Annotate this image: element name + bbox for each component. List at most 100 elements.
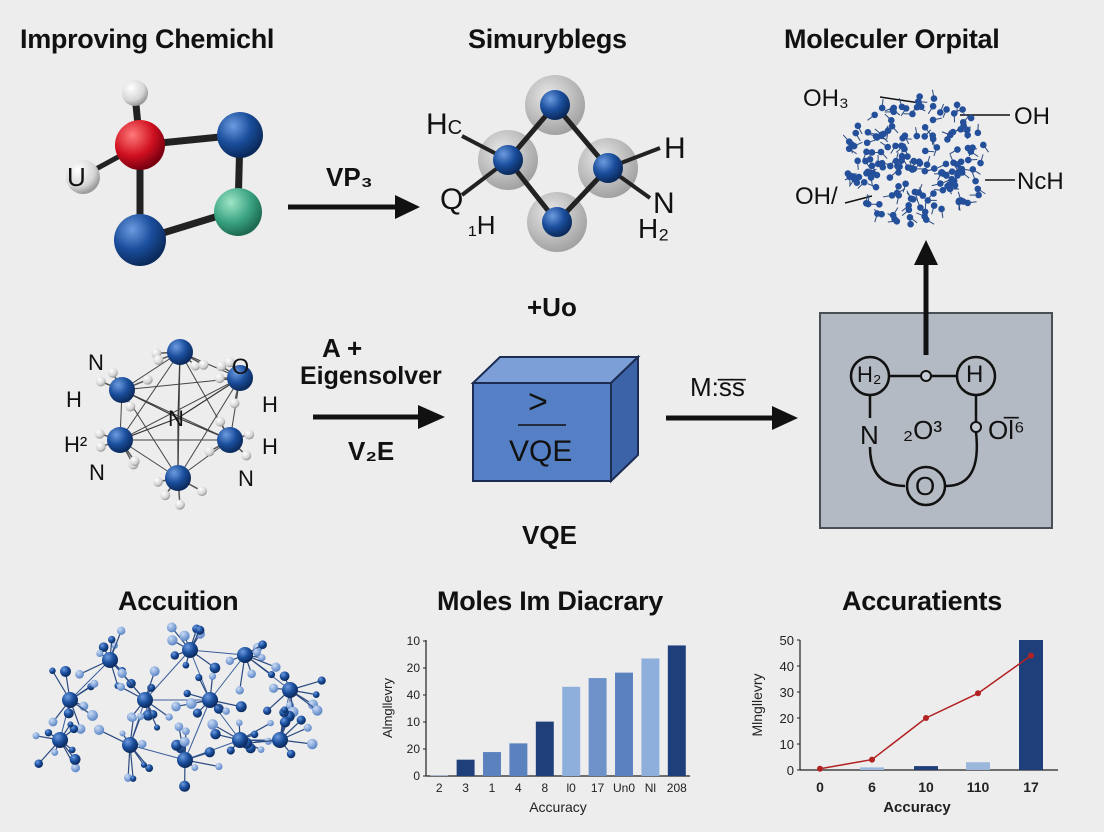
chart2-bar: [966, 762, 990, 770]
chart2-xtick: 6: [868, 779, 876, 795]
chart2-bar: [860, 767, 884, 770]
box-n: N: [860, 420, 879, 450]
chart1-bar: [562, 686, 581, 776]
arrow2-label-below: V₂E: [348, 436, 395, 466]
orb-oh3: OH₃: [803, 85, 849, 112]
orbital-box: [819, 312, 1053, 529]
chart1-ytick: 20: [407, 661, 421, 675]
chart2-ytick: 30: [780, 685, 794, 700]
chart1-xtick: 17: [591, 781, 605, 795]
sim-h2-label: H₂: [638, 213, 670, 244]
chart1-ytick: 10: [407, 715, 421, 729]
chart2-point: [1028, 652, 1034, 659]
chart1-bar: [588, 678, 607, 776]
arrow-1: [288, 195, 420, 219]
chart2-xtick: 0: [816, 779, 824, 795]
plus-uo-label: +Uo: [527, 292, 577, 322]
cluster-molecule: [94, 339, 255, 510]
title-accuratients: Accuratients: [842, 586, 1002, 616]
chart2-xtick: 10: [918, 779, 934, 795]
chart2-xtick: 17: [1023, 779, 1039, 795]
network-graph: [32, 622, 326, 792]
chart2-ytick: 40: [780, 659, 794, 674]
simulated-molecule: [460, 75, 661, 252]
chart1-ytick: 20: [407, 742, 421, 756]
box-ol: Ol̅⁶: [988, 415, 1025, 445]
arrow1-label: VP₃: [326, 162, 373, 192]
chart1-xlabel: Accuracy: [529, 799, 587, 815]
cluster-h1: H: [66, 387, 82, 412]
chart2-xtick: 110: [967, 779, 990, 795]
chart1-bar: [456, 759, 475, 776]
chart1-xtick: Nl: [645, 781, 656, 795]
chart1-xtick: Un0: [613, 781, 635, 795]
orbital-cloud: [842, 89, 1015, 228]
vqe-box: [470, 354, 641, 484]
chart1-bar: [641, 658, 660, 776]
cluster-h3: H: [262, 392, 278, 417]
orb-nch: NcH: [1017, 168, 1064, 195]
orb-oh: OH: [1014, 103, 1050, 130]
sim-q-label: Q: [440, 183, 464, 216]
arrow2-label-2: Eigensolver: [300, 362, 442, 390]
chart1-bar: [483, 752, 501, 776]
title-moles: Moles Im Diacrary: [437, 586, 664, 616]
chart1-ytick: 40: [407, 688, 421, 702]
chart2-ytick: 10: [780, 737, 794, 752]
chart2-bar: [914, 766, 938, 770]
sim-1h-label: ₁H: [468, 210, 496, 240]
cluster-n1: N: [88, 350, 104, 375]
title-orbital: Moleculer Orpital: [784, 24, 1000, 54]
chart1-xtick: 4: [515, 781, 522, 795]
vqe-label: VQE: [522, 520, 577, 550]
box-h: H: [966, 361, 984, 388]
chart1-xtick: 2: [436, 781, 443, 795]
arrow-2: [313, 405, 445, 429]
mol1-atom-label: U: [67, 162, 86, 192]
chart1-bar: [509, 743, 528, 776]
vqe-box-face: > VQE: [473, 383, 611, 481]
chart1-bar: [535, 721, 554, 776]
chart1-ytick: 10: [407, 634, 421, 648]
chart2-point: [975, 690, 981, 697]
arrow-up: [914, 240, 938, 313]
arrow3-label: M:s̅s̅: [690, 372, 745, 402]
arrow-3: [666, 406, 798, 430]
sim-h-label: H: [664, 132, 686, 165]
chart1-xtick: 8: [541, 781, 548, 795]
chart1-ytick: 0: [413, 769, 420, 783]
orb-oh-left: OH/: [795, 183, 838, 210]
chart1-ylabel: Almgllevry: [380, 678, 395, 738]
sim-n-label: N: [653, 187, 675, 220]
box-o3: ₂O³: [903, 415, 942, 445]
chart1-xtick: 1: [489, 781, 496, 795]
vqe-box-symbol: >: [528, 383, 548, 421]
chart2-ylabel: Mlngllevry: [749, 673, 765, 736]
chart2-ytick: 50: [780, 633, 794, 648]
cluster-h4: H: [262, 434, 278, 459]
sim-hc-label: HC: [426, 108, 463, 141]
chart2-point: [817, 765, 823, 772]
chart2-ytick: 0: [787, 763, 794, 778]
title-simulations: Simuryblegs: [468, 24, 627, 54]
molecule-1: [66, 80, 263, 266]
chart1-bar: [615, 672, 633, 776]
chart1-xtick: 3: [462, 781, 469, 795]
chart2-line: [819, 654, 1032, 770]
chart2-xlabel: Accuracy: [883, 799, 951, 816]
cluster-n-center: N: [168, 406, 184, 431]
title-accuition: Accuition: [118, 586, 239, 616]
cluster-o: O: [232, 354, 250, 379]
cluster-h2: H²: [64, 432, 88, 457]
chart1-bar: [430, 775, 449, 776]
chart2-point: [923, 715, 929, 721]
cluster-n3: N: [238, 466, 254, 491]
chart1-xtick: 208: [667, 781, 687, 795]
chart2-bar: [1019, 640, 1043, 770]
chart1-bar: [667, 645, 686, 776]
box-h2: H₂: [857, 362, 882, 387]
chart1-xtick: l0: [567, 781, 577, 795]
